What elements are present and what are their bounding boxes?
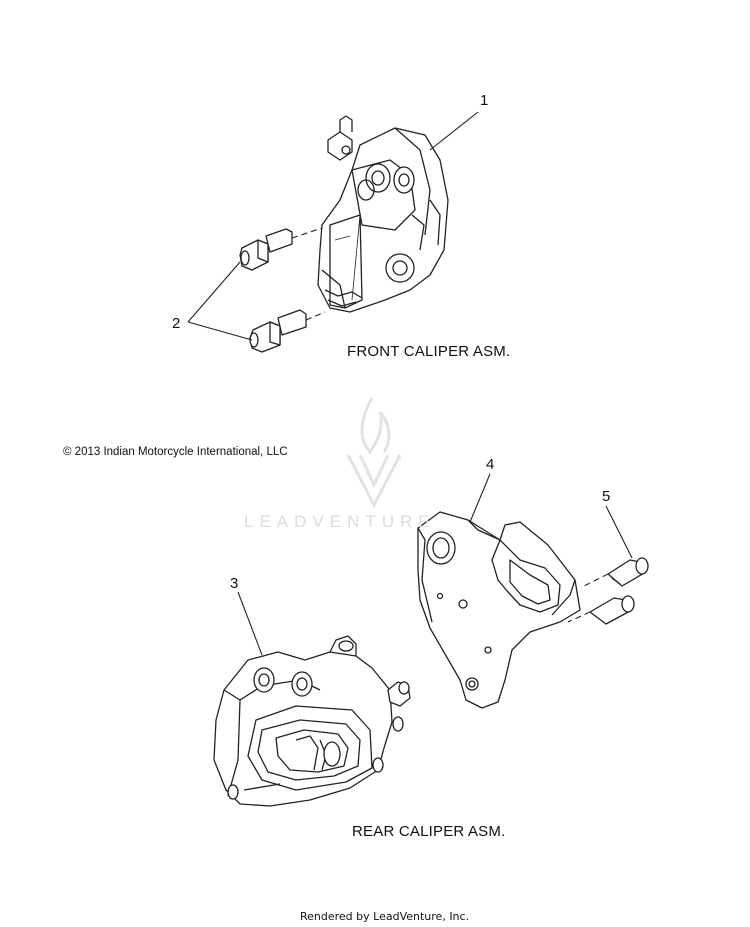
callout-5: 5 [602,488,611,505]
callout-2: 2 [172,315,181,332]
rendered-by-footer: Rendered by LeadVenture, Inc. [300,910,470,923]
front-caliper-assembly-label: FRONT CALIPER ASM. [347,343,511,360]
front-caliper [317,115,449,313]
copyright-notice: © 2013 Indian Motorcycle International, … [63,446,288,458]
callout-3: 3 [230,575,239,592]
front-leader-lines [187,111,479,341]
callout-1: 1 [480,92,489,109]
watermark-brand: LEADVENTURE [244,512,436,531]
callout-4: 4 [486,456,495,473]
caliper-bracket [417,511,581,709]
rear-caliper-assembly-label: REAR CALIPER ASM. [352,823,506,840]
rear-leader-lines [237,473,633,656]
caliper-pins [239,228,307,353]
bracket-bolts [589,557,649,625]
leadventure-logo-watermark [346,397,402,509]
rear-caliper [213,635,411,807]
